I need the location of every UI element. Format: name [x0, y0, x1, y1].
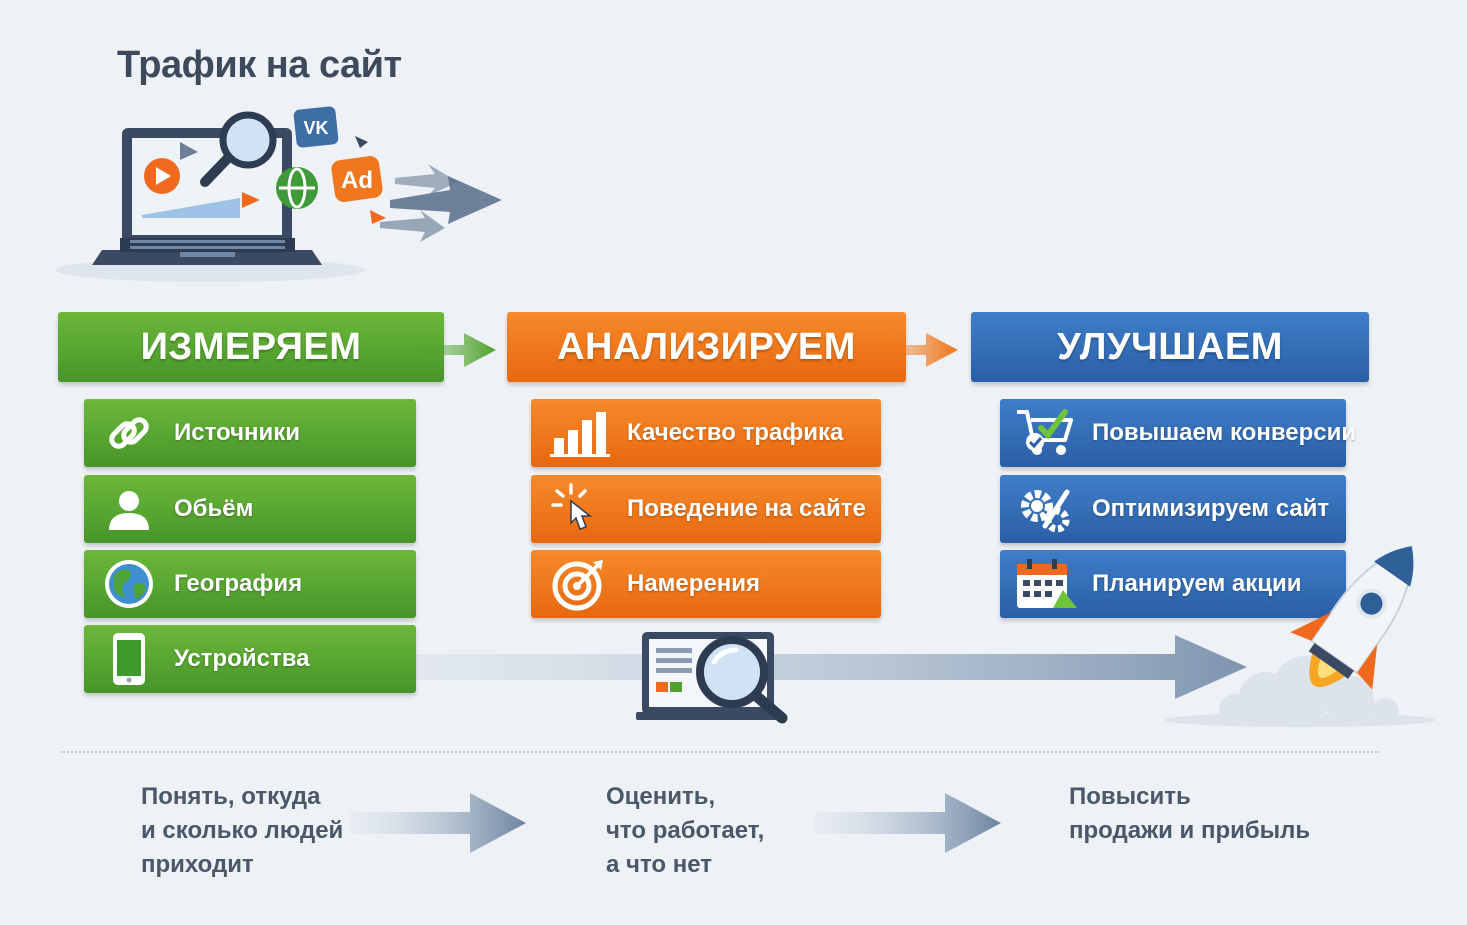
stage-header-analyze: АНАЛИЗИРУЕМ: [507, 312, 906, 382]
item-label: Качество трафика: [627, 419, 844, 446]
item-label: Повышаем конверсии: [1092, 419, 1357, 446]
user-icon: [109, 491, 149, 530]
rocket-icon: [1165, 544, 1435, 727]
list-item: Планируем акции: [1000, 550, 1346, 618]
gears-icon: [1021, 489, 1070, 533]
stage-header-measure: ИЗМЕРЯЕМ: [58, 312, 444, 382]
list-item: Обьём: [84, 475, 416, 543]
bar-chart-icon: [550, 412, 610, 457]
list-item: Устройства: [84, 625, 416, 693]
globe-icon: [105, 560, 153, 608]
stage-header-improve: УЛУЧШАЕМ: [971, 312, 1369, 382]
list-item: Качество трафика: [531, 399, 881, 467]
list-item: Поведение на сайте: [531, 475, 881, 543]
list-item: Источники: [84, 399, 416, 467]
calendar-icon: [1017, 559, 1077, 608]
list-item: Оптимизируем сайт: [1000, 475, 1346, 543]
item-label: Намерения: [627, 570, 761, 597]
target-icon: [552, 560, 603, 611]
item-label: География: [174, 570, 303, 597]
summary-improve: Повысить продажи и прибыль: [1069, 783, 1311, 844]
globe-icon: [276, 167, 318, 209]
search-icon: [696, 636, 788, 724]
arrow-right-icon: [350, 793, 526, 853]
svg-text:VK: VK: [303, 118, 328, 138]
summary-measure: Понять, откуда и сколько людей приходит: [141, 783, 344, 878]
divider: [60, 751, 1380, 753]
analytics-laptop-icon: [636, 632, 788, 724]
item-label: Устройства: [174, 645, 310, 672]
page-title: Трафик на сайт: [117, 44, 402, 86]
laptop-traffic-illustration: VK Ad: [55, 106, 502, 282]
summary-analyze: Оценить, что работает, а что нет: [606, 783, 765, 878]
svg-text:Ad: Ad: [341, 167, 373, 194]
search-icon: [200, 111, 277, 187]
vk-icon: VK: [293, 106, 339, 148]
item-label: Источники: [174, 419, 301, 446]
list-item: Намерения: [531, 550, 881, 618]
item-label: Поведение на сайте: [627, 495, 866, 522]
link-icon: [109, 417, 149, 449]
arrow-right-icon: [404, 333, 496, 367]
ad-icon: Ad: [331, 156, 383, 202]
smartphone-icon: [113, 633, 145, 685]
list-item: География: [84, 550, 416, 618]
item-label: Планируем акции: [1092, 570, 1302, 597]
arrow-right-icon: [815, 793, 1001, 853]
shopping-cart-check-icon: [1017, 409, 1073, 455]
item-label: Обьём: [174, 495, 254, 522]
arrow-right-icon: [866, 333, 958, 367]
play-icon: [144, 158, 180, 194]
process-arrow-icon: [415, 635, 1247, 699]
traffic-arrows-icon: [380, 164, 502, 242]
pointer-click-icon: [551, 483, 593, 530]
item-label: Оптимизируем сайт: [1092, 495, 1330, 522]
list-item: Повышаем конверсии: [1000, 399, 1356, 467]
